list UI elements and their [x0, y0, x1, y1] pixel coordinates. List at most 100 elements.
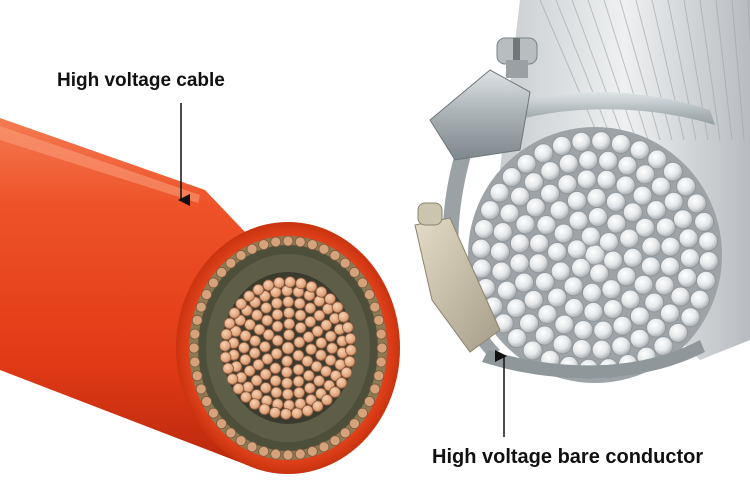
aluminum-strand [564, 298, 584, 318]
aluminum-strand [529, 233, 550, 254]
aluminum-strand [622, 248, 643, 268]
copper-strand [222, 362, 234, 375]
shield-strand [339, 427, 351, 439]
aluminum-strand [646, 317, 667, 338]
aluminum-strand [653, 336, 674, 357]
copper-strand [232, 382, 245, 395]
aluminum-strand [647, 149, 668, 170]
shield-strand [349, 418, 360, 430]
copper-strand [324, 293, 336, 305]
aluminum-strand [646, 200, 667, 220]
copper-strand [283, 307, 295, 319]
aluminum-strand [528, 253, 549, 274]
aluminum-strand [680, 307, 701, 328]
aluminum-strand [576, 169, 597, 190]
aluminum-strand [611, 336, 632, 357]
copper-strand [335, 377, 348, 389]
aluminum-strand [698, 251, 719, 272]
aluminum-strand [663, 191, 684, 212]
copper-strand [343, 355, 356, 368]
shield-strand [225, 257, 237, 269]
aluminum-strand [651, 176, 671, 197]
copper-strand [337, 311, 350, 323]
copper-strand [280, 408, 292, 420]
aluminum-strand [598, 151, 619, 171]
aluminum-strand [612, 315, 633, 336]
shield-strand [329, 435, 341, 447]
copper-strand [219, 340, 231, 352]
shield-strand [216, 418, 227, 430]
copper-strand [301, 404, 314, 417]
aluminum-strand [603, 299, 623, 319]
aluminum-strand [497, 280, 517, 301]
copper-strand [313, 309, 326, 322]
aluminum-strand [663, 161, 683, 182]
copper-strand [239, 329, 252, 342]
aluminum-strand [534, 272, 555, 293]
aluminum-strand [586, 188, 607, 208]
copper-strand [304, 315, 317, 328]
aluminum-strand [583, 302, 604, 322]
aluminum-strand [471, 238, 492, 259]
copper-strand [320, 319, 333, 331]
aluminum-strand [696, 271, 716, 291]
aluminum-strand [566, 239, 587, 260]
copper-strand [262, 279, 275, 292]
aluminum-strand [540, 183, 560, 204]
shield-strands [188, 235, 388, 461]
aluminum-strand [571, 339, 592, 359]
aluminum-strand [510, 186, 530, 207]
copper-strand [259, 340, 271, 353]
aluminum-strand [616, 266, 637, 287]
aluminum-strand [660, 303, 680, 324]
copper-strand [220, 328, 233, 341]
copper-strand [269, 406, 281, 419]
copper-strand [320, 365, 332, 378]
aluminum-strand [480, 200, 501, 221]
copper-strand [282, 296, 295, 308]
copper-strand [345, 344, 357, 356]
shield-strand [189, 328, 201, 340]
copper-strand [324, 330, 337, 343]
shield-strand [270, 448, 282, 460]
aluminum-strand [537, 304, 558, 325]
aluminum-strand [603, 250, 624, 271]
aluminum-strand [589, 263, 610, 284]
copper-strand [283, 318, 296, 330]
hose-clamp [414, 37, 715, 379]
copper-strand [273, 276, 285, 289]
copper-strand [284, 276, 296, 288]
aluminum-strand [622, 202, 643, 223]
aluminum-strand [525, 197, 546, 218]
copper-strand [305, 343, 317, 356]
copper-strand [315, 349, 327, 361]
aluminum-strand [519, 313, 539, 334]
aluminum-strand [491, 261, 512, 282]
aluminum-strand [677, 267, 698, 288]
copper-strand [248, 398, 261, 410]
shield-strand [235, 435, 247, 447]
aluminum-strand [686, 193, 707, 214]
aluminum-strand [523, 290, 544, 310]
copper-strand [324, 354, 337, 367]
aluminum-strand [553, 223, 574, 244]
shield-strand [318, 441, 330, 453]
clamp-screw-neck [506, 60, 528, 78]
strand-line [603, 0, 649, 141]
copper-strand [304, 302, 317, 314]
copper-strand [315, 286, 328, 298]
shield-strand [375, 328, 387, 340]
shield-strand [246, 243, 258, 255]
aluminum-strand [611, 134, 631, 154]
aluminum-strand [588, 207, 608, 228]
shield-strand [364, 396, 375, 407]
copper-strand [250, 374, 263, 387]
aluminum-strand [606, 213, 627, 234]
strand-line [587, 0, 637, 141]
aluminum-strand [492, 222, 513, 243]
shield-strand [306, 239, 318, 251]
copper-strand [322, 303, 334, 315]
copper-strand [271, 297, 283, 310]
aluminum-strand [522, 340, 543, 361]
shield-strand [195, 301, 207, 313]
